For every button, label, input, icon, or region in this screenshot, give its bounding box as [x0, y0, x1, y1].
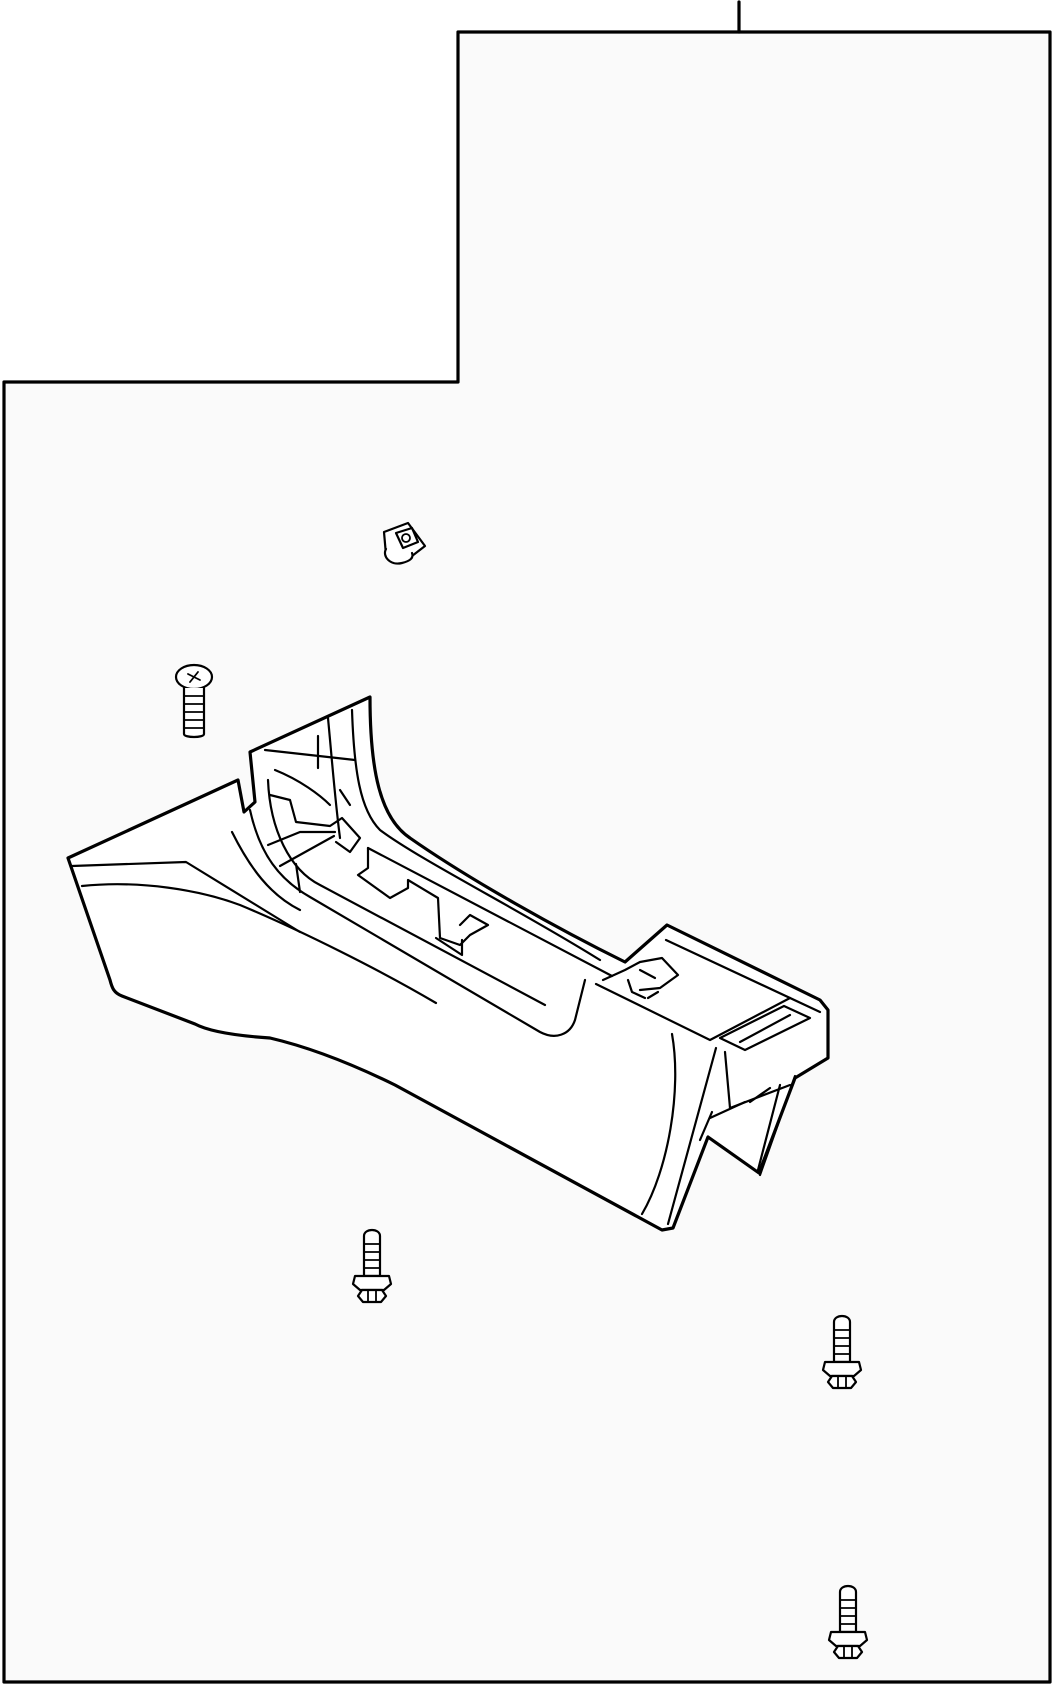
- nut-clip-icon: [382, 521, 427, 565]
- screw-icon: [174, 663, 214, 739]
- bolt-icon: [827, 1584, 869, 1660]
- bolt-icon: [351, 1228, 393, 1304]
- bolt-icon: [821, 1314, 863, 1390]
- console-trim-panel: [66, 695, 830, 1232]
